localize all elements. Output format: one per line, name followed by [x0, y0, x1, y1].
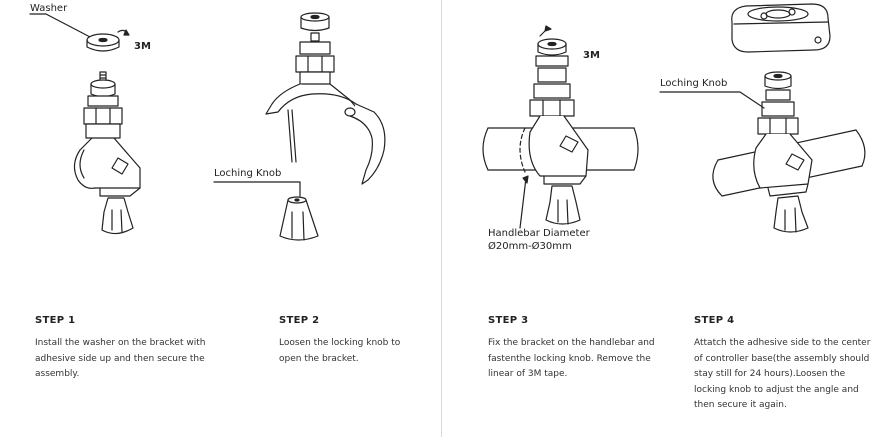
- step2-illustration: [214, 13, 385, 240]
- step4-title: STEP 4: [694, 315, 734, 326]
- handlebar-diameter-label: Handlebar Diameter: [488, 228, 590, 240]
- tape-3m-label: 3M: [134, 41, 151, 52]
- step2-text: Loosen the locking knob to open the brac…: [279, 336, 419, 367]
- washer-leader-line: [30, 14, 92, 38]
- knob-leader-line-b: [660, 92, 764, 108]
- step1-title: STEP 1: [35, 315, 75, 326]
- step3-title: STEP 3: [488, 315, 528, 326]
- tape-3m-label: 3M: [583, 50, 600, 61]
- step4-illustration: [660, 4, 865, 232]
- handlebar-diameter-range: Ø20mm-Ø30mm: [488, 241, 572, 253]
- step2-title: STEP 2: [279, 315, 319, 326]
- step1-illustration: [30, 14, 140, 234]
- step1-text: Install the washer on the bracket with a…: [35, 336, 220, 383]
- step3-illustration: [483, 26, 638, 228]
- diameter-leader-line: [520, 178, 526, 228]
- locking-knob-label: Loching Knob: [214, 168, 281, 180]
- locking-knob-label: Loching Knob: [660, 78, 727, 90]
- step3-text: Fix the bracket on the handlebar and fas…: [488, 336, 663, 383]
- knob-leader-line-a: [214, 182, 300, 196]
- step4-text: Attatch the adhesive side to the center …: [694, 336, 876, 414]
- washer-label: Washer: [30, 3, 67, 15]
